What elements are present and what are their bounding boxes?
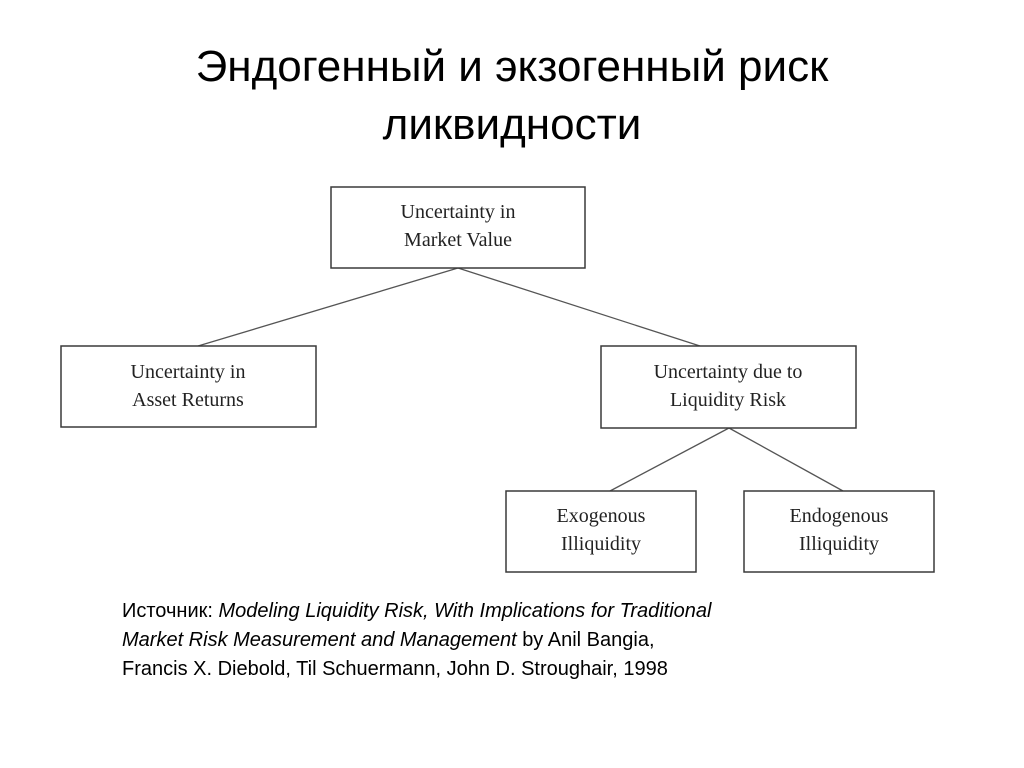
node-liquidity-risk-line-2: Liquidity Risk xyxy=(670,389,786,411)
source-title-part-1: Modeling Liquidity Risk, With Implicatio… xyxy=(218,600,712,622)
node-exogenous-illiquidity-line-2: Illiquidity xyxy=(561,533,641,555)
node-endogenous-illiquidity: Endogenous Illiquidity xyxy=(743,490,935,573)
node-endogenous-illiquidity-line-1: Endogenous xyxy=(790,505,889,527)
edge-root-to-liquidity xyxy=(457,267,701,347)
source-label: Источник: xyxy=(122,600,213,622)
node-asset-returns: Uncertainty in Asset Returns xyxy=(60,345,317,428)
node-market-value-box xyxy=(330,186,586,269)
node-liquidity-risk-box xyxy=(600,345,857,429)
source-title-part-2: Market Risk Measurement and Management xyxy=(122,629,517,651)
node-exogenous-illiquidity: Exogenous Illiquidity xyxy=(505,490,697,573)
slide-title: Эндогенный и экзогенный риск ликвидности xyxy=(40,38,984,154)
node-asset-returns-box xyxy=(60,345,317,428)
node-market-value-line-1: Uncertainty in xyxy=(401,201,516,223)
edge-liquidity-to-exogenous xyxy=(609,427,730,492)
node-market-value-line-2: Market Value xyxy=(404,229,512,251)
node-asset-returns-line-1: Uncertainty in xyxy=(131,361,246,383)
source-line-1: Источник: Modeling Liquidity Risk, With … xyxy=(122,597,922,626)
node-endogenous-illiquidity-line-2: Illiquidity xyxy=(799,533,879,555)
node-asset-returns-line-2: Asset Returns xyxy=(132,389,244,411)
node-endogenous-illiquidity-box xyxy=(743,490,935,573)
node-exogenous-illiquidity-line-1: Exogenous xyxy=(557,505,646,527)
node-exogenous-illiquidity-box xyxy=(505,490,697,573)
edge-liquidity-to-endogenous xyxy=(728,427,844,492)
node-liquidity-risk: Uncertainty due to Liquidity Risk xyxy=(600,345,857,429)
source-line-2: Market Risk Measurement and Management b… xyxy=(122,626,922,655)
source-citation: Источник: Modeling Liquidity Risk, With … xyxy=(122,597,922,684)
node-liquidity-risk-line-1: Uncertainty due to xyxy=(654,361,803,383)
slide-title-line-1: Эндогенный и экзогенный риск xyxy=(195,42,829,91)
source-authors-line: Francis X. Diebold, Til Schuermann, John… xyxy=(122,658,668,680)
node-market-value: Uncertainty in Market Value xyxy=(330,186,586,269)
slide-title-line-2: ликвидности xyxy=(382,100,642,149)
source-by-text: by Anil Bangia, xyxy=(522,629,655,651)
edge-root-to-asset xyxy=(197,267,459,347)
